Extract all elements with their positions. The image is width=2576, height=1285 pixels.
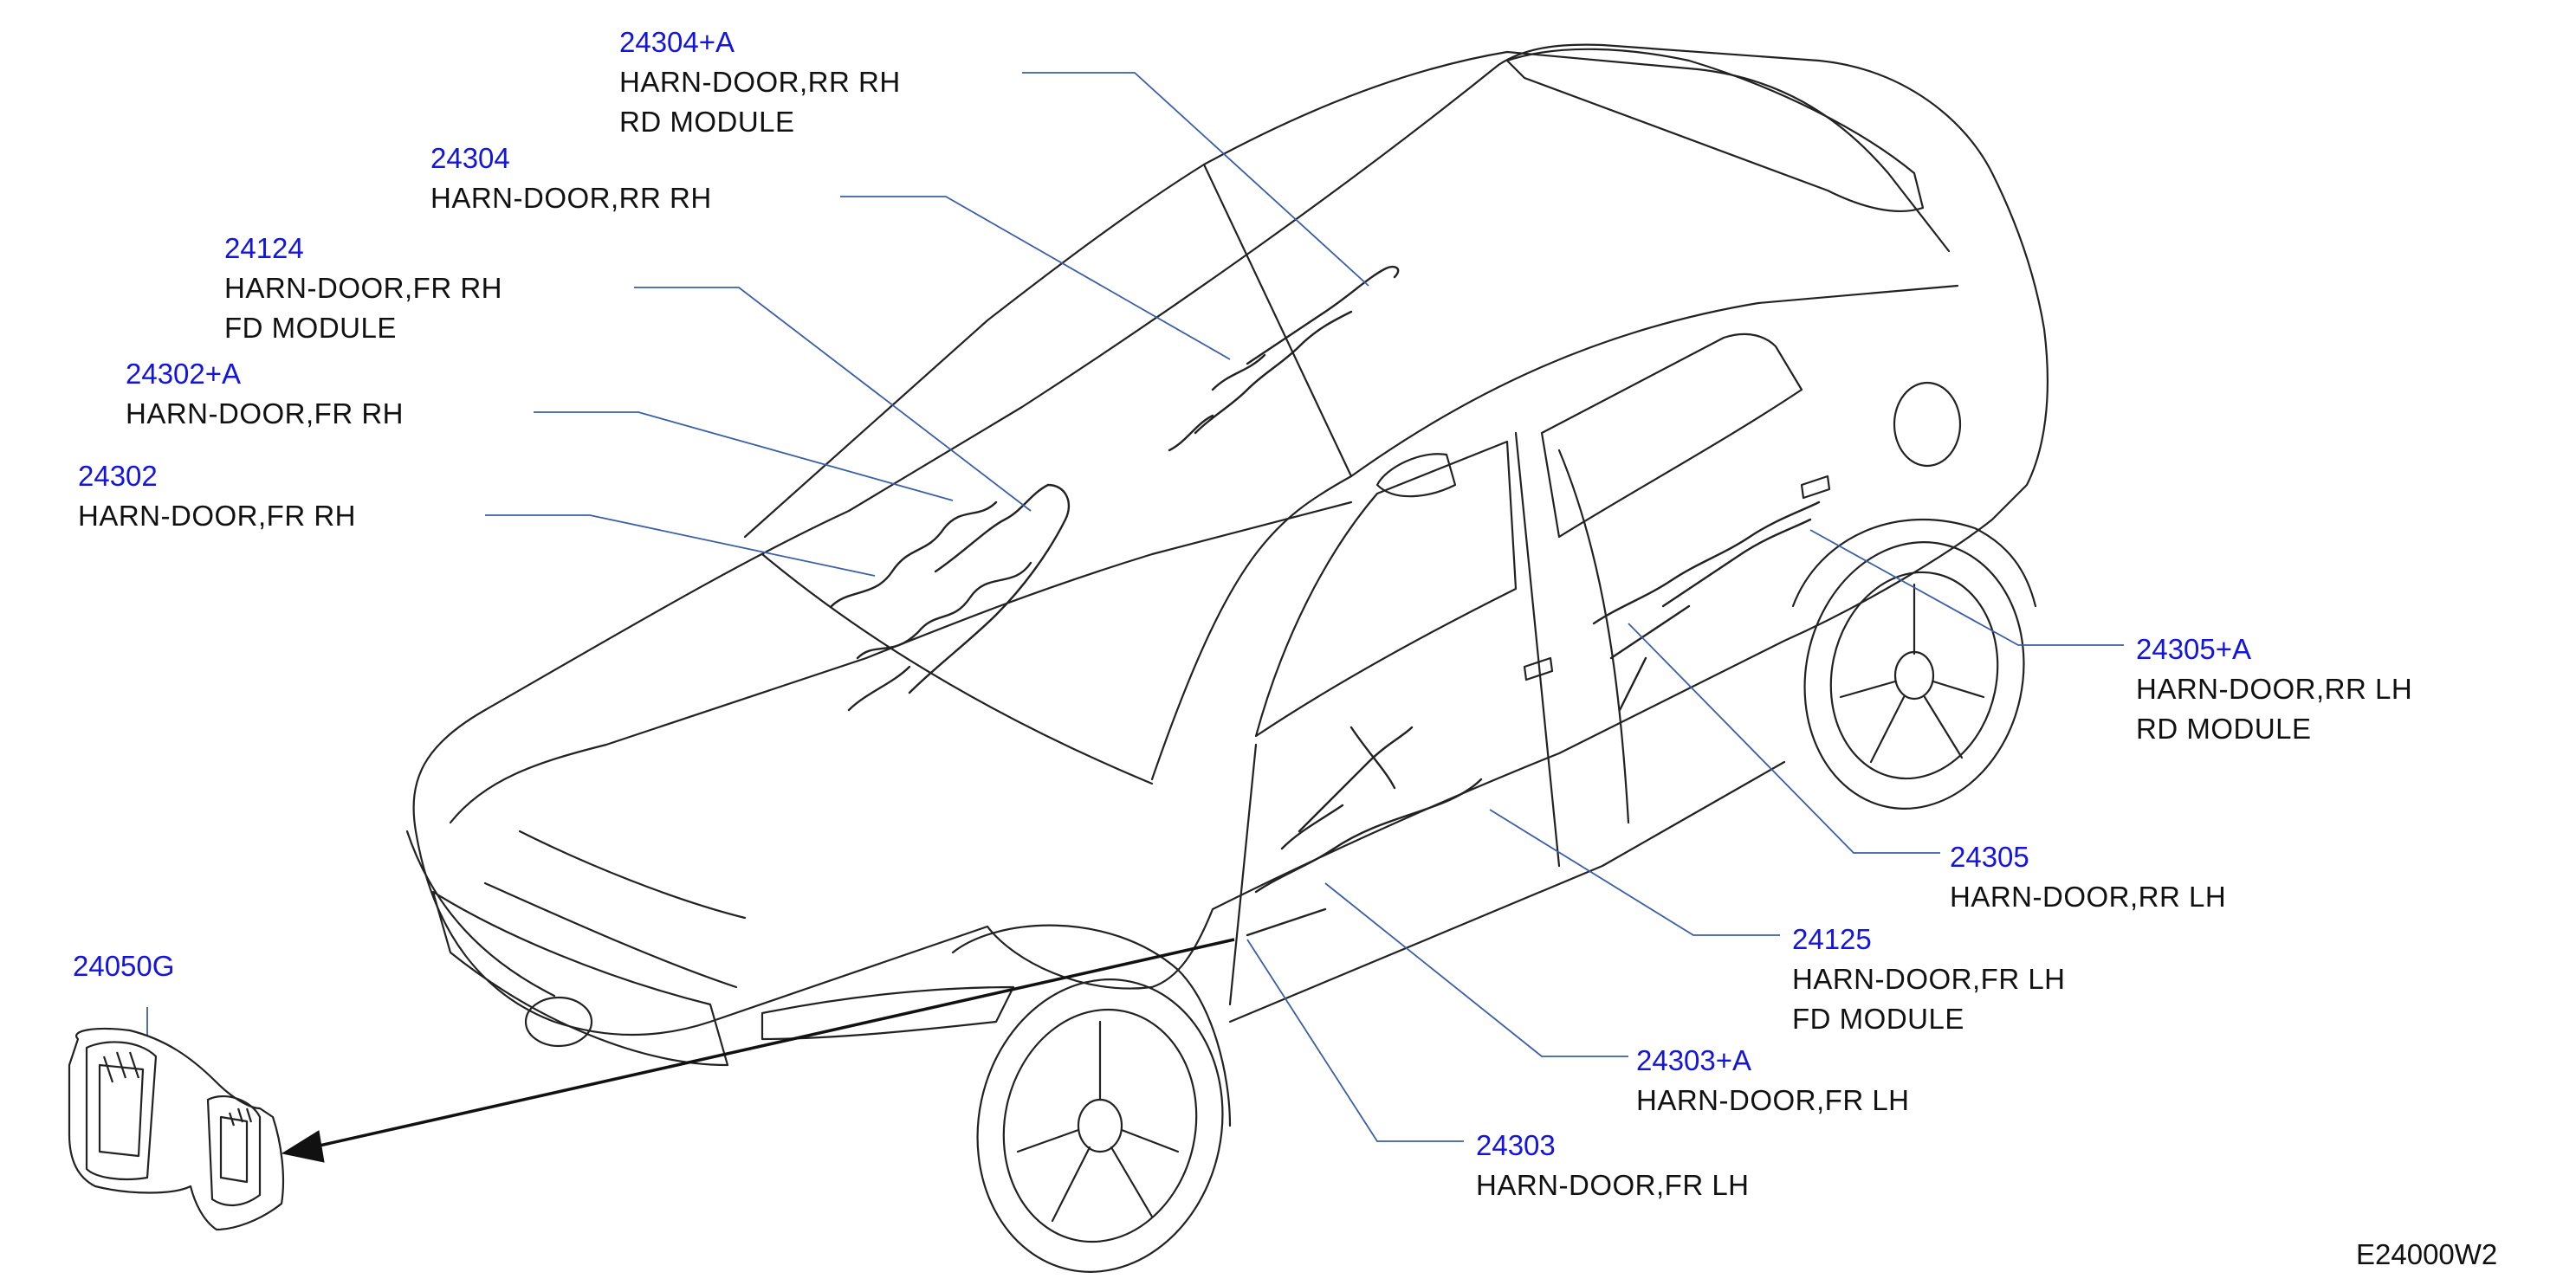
front-logo <box>524 996 593 1048</box>
leader-24304a <box>1022 72 1369 287</box>
part-number: 24302+A <box>126 358 242 390</box>
callout-24305a: 24305+A HARN-DOOR,RR LH RD MODULE <box>2136 630 2412 749</box>
callout-24303a: 24303+A HARN-DOOR,FR LH <box>1636 1041 1910 1120</box>
part-number: 24304 <box>430 142 510 174</box>
front-grille <box>431 890 729 1067</box>
harness-rr-lh-module <box>1661 518 1812 608</box>
harness-rr-lh <box>1592 500 1821 712</box>
part-description: RD MODULE <box>2136 713 2312 745</box>
leader-24305 <box>1628 623 1940 854</box>
leader-24302 <box>485 514 876 577</box>
leader-24125 <box>1489 809 1780 936</box>
part-number: 24124 <box>224 232 304 264</box>
roof-outline <box>1202 50 1951 253</box>
part-description: HARN-DOOR,FR RH <box>78 500 356 532</box>
leader-24304 <box>840 196 1231 360</box>
headlight <box>761 985 1015 1041</box>
part-description: HARN-DOOR,RR RH <box>619 66 901 98</box>
connector-arrow <box>281 938 1235 1163</box>
callout-24302a: 24302+A HARN-DOOR,FR RH <box>126 354 404 434</box>
side-window-rear <box>1540 333 1803 539</box>
harness-fr-rh <box>830 500 1032 712</box>
leader-24305a <box>1809 529 2124 646</box>
connector-24050g <box>68 1027 285 1231</box>
hood-outline <box>449 500 1353 824</box>
callout-24050g: 24050G <box>73 946 174 986</box>
rear-door-seam <box>1557 449 1630 824</box>
fuel-door <box>1893 381 1962 468</box>
callout-24302: 24302 HARN-DOOR,FR RH <box>78 456 356 536</box>
part-description: HARN-DOOR,RR LH <box>1950 881 2227 913</box>
part-description: HARN-DOOR,FR RH <box>224 272 502 304</box>
leader-24303a <box>1324 882 1628 1057</box>
part-number: 24125 <box>1792 923 1872 955</box>
part-number: 24305 <box>1950 841 2029 873</box>
callout-24305: 24305 HARN-DOOR,RR LH <box>1950 837 2226 917</box>
front-door-seam <box>1514 431 1561 868</box>
callout-24124: 24124 HARN-DOOR,FR RH FD MODULE <box>224 229 502 348</box>
part-description: HARN-DOOR,FR LH <box>1476 1169 1750 1201</box>
side-window-front <box>1254 440 1518 738</box>
car-body-outline <box>412 43 2049 1036</box>
part-description: FD MODULE <box>224 312 397 344</box>
leader-24303 <box>1246 939 1464 1142</box>
part-number: 24302 <box>78 460 158 492</box>
harness-rr-rh-module <box>1246 265 1400 365</box>
part-number: 24303+A <box>1636 1044 1752 1076</box>
front-wheel-outer <box>976 978 1224 1273</box>
leader-24124 <box>634 287 1032 512</box>
part-number: 24305+A <box>2136 633 2252 665</box>
harness-fr-lh <box>1246 778 1483 937</box>
part-number: 24304+A <box>619 26 735 58</box>
part-description: HARN-DOOR,RR RH <box>430 182 712 214</box>
callout-24303: 24303 HARN-DOOR,FR LH <box>1476 1126 1750 1205</box>
harness-rr-rh <box>1168 310 1353 452</box>
leader-24302a <box>534 411 954 501</box>
callout-24304a: 24304+A HARN-DOOR,RR RH RD MODULE <box>619 23 901 142</box>
windshield-outline <box>743 163 1353 781</box>
part-description: HARN-DOOR,RR LH <box>2136 673 2413 705</box>
part-description: HARN-DOOR,FR RH <box>126 397 404 429</box>
part-description: FD MODULE <box>1792 1003 1964 1035</box>
harness-fr-lh-module <box>1298 726 1414 833</box>
callout-24304: 24304 HARN-DOOR,RR RH <box>430 139 712 218</box>
part-description: HARN-DOOR,FR LH <box>1636 1084 1910 1116</box>
part-description: RD MODULE <box>619 106 795 138</box>
part-number: 24303 <box>1476 1129 1556 1161</box>
part-number: 24050G <box>73 950 175 982</box>
drawing-code: E24000W2 <box>2356 1238 2498 1270</box>
callout-24125: 24125 HARN-DOOR,FR LH FD MODULE <box>1792 920 2066 1039</box>
harness-fr-rh-module <box>908 483 1071 694</box>
rear-wheel-outer <box>1803 541 2025 810</box>
part-description: HARN-DOOR,FR LH <box>1792 963 2066 995</box>
